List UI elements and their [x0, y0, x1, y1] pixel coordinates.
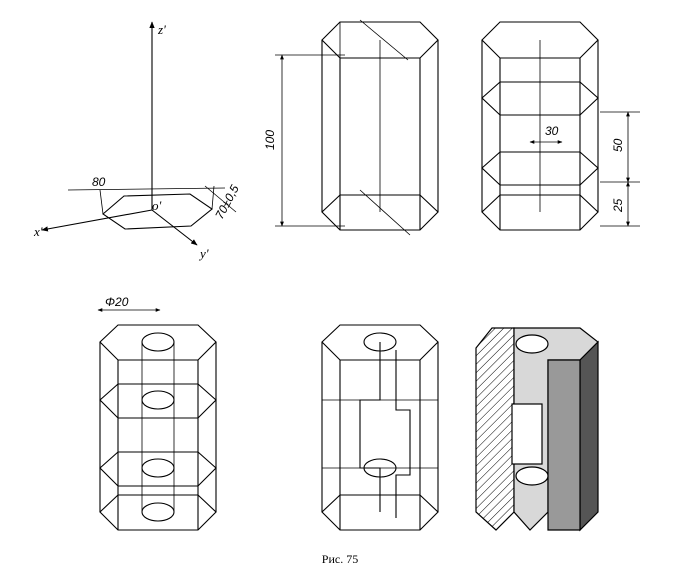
y-axis [151, 209, 198, 246]
height-dimension: 100 [263, 130, 277, 150]
depth-dim-line [204, 185, 237, 213]
figure-caption: Рис. 75 [321, 552, 359, 566]
z-axis-label: z' [157, 22, 166, 37]
ext-line [211, 185, 215, 210]
holes-panel: Φ20 [97, 295, 217, 531]
prism-panel: 100 [263, 19, 439, 236]
x-axis [41, 209, 153, 232]
levels-panel: 30 50 25 [481, 21, 640, 231]
recess-height-dimension: 50 [611, 138, 625, 152]
x-axis-label: x' [33, 224, 43, 239]
base-height-dimension: 25 [611, 198, 625, 213]
bore-dimension: 30 [545, 124, 559, 138]
origin-label: o' [152, 198, 162, 213]
ext-line [99, 189, 104, 215]
section-panel [475, 327, 599, 532]
hole-diameter-dimension: Φ20 [105, 295, 129, 309]
width-dimension: 80 [92, 175, 106, 189]
axes-panel: z' x' y' o' 80 70±0,5 [33, 21, 242, 261]
y-axis-label: y' [198, 246, 209, 261]
cut-panel [321, 324, 439, 531]
width-dim-line [67, 187, 226, 191]
